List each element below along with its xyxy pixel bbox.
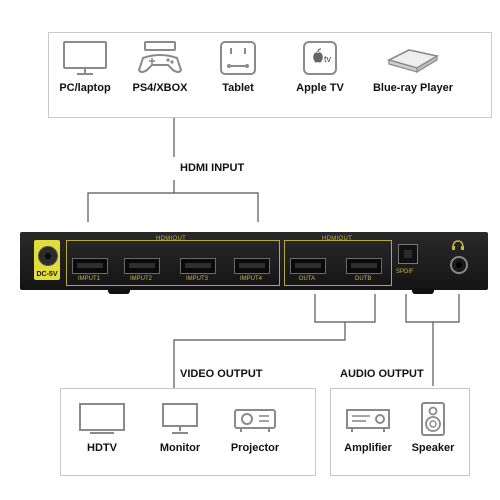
input-port-label-3: IMPUT3 [185, 276, 208, 282]
dc-label: DC-5V [36, 271, 58, 278]
projector-icon [234, 409, 276, 432]
dc-power-jack: DC-5V [34, 240, 60, 280]
hdmi-output-port-b [346, 258, 382, 274]
headphone-icon [452, 240, 464, 250]
hdmi-input-bracket [87, 192, 259, 222]
spdif-port [398, 244, 418, 264]
device-hdtv: HDTV [74, 402, 130, 454]
output-group-title: HDMIOUT [322, 236, 353, 242]
hdmi-input-port-2 [124, 258, 160, 274]
device-label: PC/laptop [59, 82, 111, 94]
hdmi-input-port-4 [234, 258, 270, 274]
input-port-group [66, 240, 280, 286]
device-projector: Projector [222, 402, 288, 454]
hdtv-icon [79, 403, 125, 434]
device-label: Amplifier [344, 442, 392, 454]
hdmi-input-port-3 [180, 258, 216, 274]
video-output-drop [173, 322, 346, 400]
device-bluray-player: Blue-ray Player [360, 40, 466, 94]
bluray-player-icon [386, 49, 440, 74]
audio-output-title: AUDIO OUTPUT [340, 368, 424, 380]
speaker-icon [421, 402, 445, 436]
hdmi-output-port-a [290, 258, 326, 274]
device-amplifier: Amplifier [336, 402, 400, 454]
device-ps4-xbox: PS4/XBOX [122, 40, 198, 94]
input-devices-box [48, 32, 492, 118]
device-tablet: Tablet [210, 40, 266, 94]
audio-output-jack [450, 256, 468, 274]
hub-foot-right [412, 288, 434, 294]
input-port-label-1: IMPUT1 [77, 276, 100, 282]
device-label: Projector [230, 442, 280, 454]
device-label: PS4/XBOX [132, 82, 188, 94]
tablet-icon [220, 41, 256, 75]
input-port-label-4: IMPUT4 [239, 276, 262, 282]
device-label: Tablet [222, 82, 254, 94]
apple-tv-icon: tv [303, 41, 337, 75]
device-label: Monitor [159, 442, 201, 454]
hub-foot-left [108, 288, 130, 294]
input-group-title: HDMIOUT [156, 236, 187, 242]
monitor-icon [162, 403, 198, 434]
hdmi-input-port-1 [72, 258, 108, 274]
hdmi-input-title: HDMI INPUT [180, 162, 245, 174]
device-monitor: Monitor [150, 402, 210, 454]
spdif-label: SPDIF [396, 269, 414, 275]
device-pc-laptop: PC/laptop [56, 40, 114, 94]
apple-tv-text: tv [324, 54, 332, 64]
output-port-label-b: OUTB [354, 276, 372, 282]
device-label: Apple TV [296, 82, 344, 94]
device-label: Blue-ray Player [372, 82, 454, 94]
device-label: Speaker [411, 442, 455, 454]
video-output-title: VIDEO OUTPUT [180, 368, 263, 380]
input-port-label-2: IMPUT2 [129, 276, 152, 282]
audio-output-line [405, 294, 460, 323]
game-console-icon [137, 41, 183, 73]
device-speaker: Speaker [404, 402, 462, 454]
device-apple-tv: tv Apple TV [290, 40, 350, 94]
output-port-group [284, 240, 392, 286]
video-output-line [314, 294, 376, 323]
amplifier-icon [346, 409, 390, 432]
monitor-icon [63, 41, 107, 75]
dc-jack-icon [38, 246, 58, 266]
audio-output-box [330, 388, 470, 476]
device-label: HDTV [87, 442, 117, 454]
output-port-label-a: OUTA [298, 276, 316, 282]
